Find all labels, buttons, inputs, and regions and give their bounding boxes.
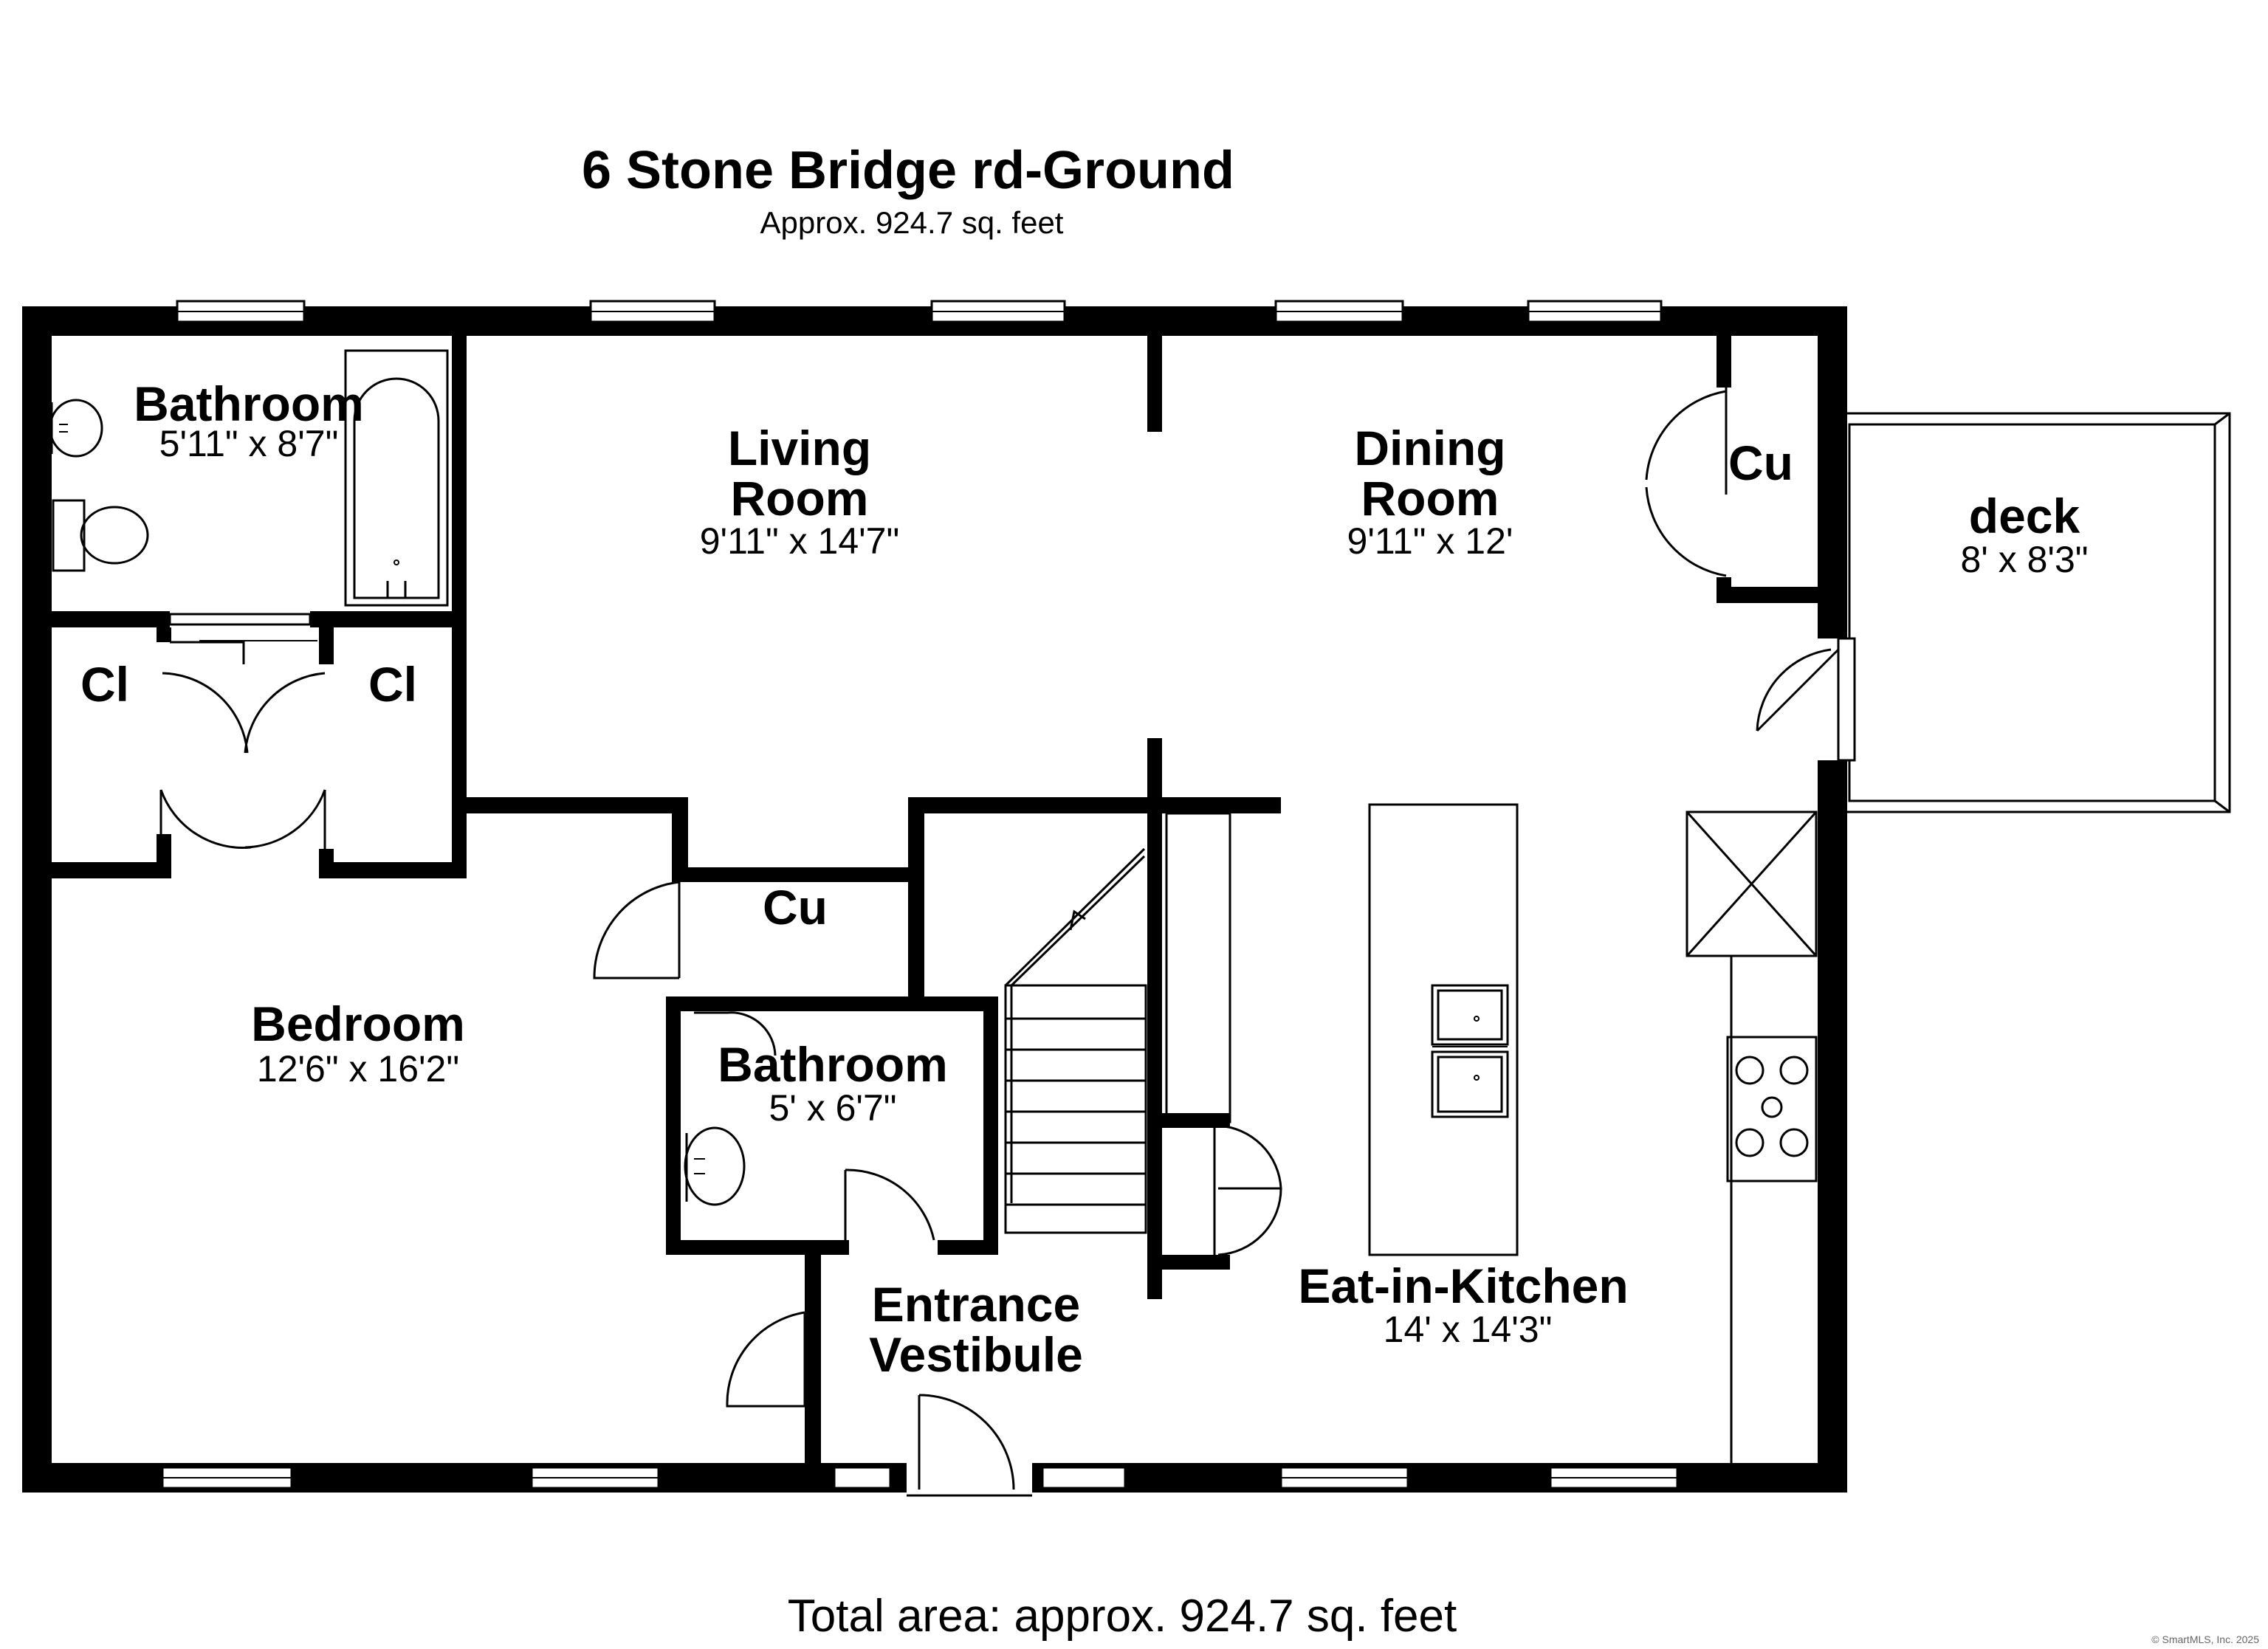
living-room-dims: 9'11" x 14'7" (700, 520, 900, 562)
bathroom-lower-name: Bathroom (718, 1037, 948, 1092)
kitchen-dims: 14' x 14'3" (1384, 1309, 1553, 1350)
dining-room-dims: 9'11" x 12' (1347, 520, 1513, 562)
vestibule-door (726, 1311, 806, 1408)
upper-bathroom-walls (22, 336, 467, 801)
bathroom-upper-dims: 5'11" x 8'7" (159, 423, 339, 464)
bathroom-upper-name: Bathroom (134, 376, 364, 431)
closet-walls (52, 627, 467, 878)
deck-door (1756, 637, 1856, 762)
bathroom-lower-dims: 5' x 6'7" (769, 1087, 896, 1129)
room-labels: Bathroom 5'11" x 8'7" Living Room 9'11" … (80, 376, 2089, 1382)
deck-dims: 8' x 8'3" (1960, 539, 2088, 580)
plan-subtitle: Approx. 924.7 sq. feet (760, 205, 1064, 240)
dining-room-name-line1: Dining (1354, 421, 1505, 475)
living-room-name-line1: Living (728, 421, 871, 475)
bedroom-name: Bedroom (251, 996, 465, 1051)
deck-outline (1844, 412, 2231, 813)
interior-walls (467, 336, 1281, 1299)
deck-name: deck (1969, 489, 2080, 543)
pantry (1147, 812, 1282, 1270)
total-area: Total area: approx. 924.7 sq. feet (788, 1591, 1457, 1642)
lower-bathroom-walls (666, 996, 998, 1469)
entrance-name-line1: Entrance (872, 1277, 1080, 1332)
dining-room-name-line2: Room (1361, 471, 1499, 526)
cupboard-hall-name: Cu (763, 880, 828, 934)
hall-cupboard-door (593, 881, 681, 980)
bedroom-door-jamb (805, 1406, 821, 1469)
lower-bath-door-arc (694, 1011, 777, 1056)
living-room-name-line2: Room (731, 471, 869, 526)
cupboard-dining-name: Cu (1728, 436, 1793, 490)
upper-sink (49, 399, 103, 458)
staircase (1004, 847, 1147, 1234)
lower-sink (684, 1126, 746, 1206)
toilet (52, 499, 149, 572)
kitchen-name: Eat-in-Kitchen (1298, 1259, 1628, 1313)
dining-cupboard (1645, 336, 1818, 603)
plan-title: 6 Stone Bridge rd-Ground (582, 141, 1234, 200)
copyright: © SmartMLS, Inc. 2025 (2151, 1633, 2259, 1645)
top-windows (176, 300, 1663, 323)
closet-right-name: Cl (368, 657, 417, 712)
bathtub (344, 349, 449, 607)
closet-left-name: Cl (80, 657, 129, 712)
bottom-windows (161, 1466, 1679, 1490)
bedroom-dims: 12'6" x 16'2" (257, 1048, 459, 1089)
front-door (907, 1394, 1032, 1497)
entrance-name-line2: Vestibule (869, 1327, 1083, 1382)
kitchen-counter (1685, 810, 1818, 1463)
kitchen-island (1368, 803, 1519, 1256)
